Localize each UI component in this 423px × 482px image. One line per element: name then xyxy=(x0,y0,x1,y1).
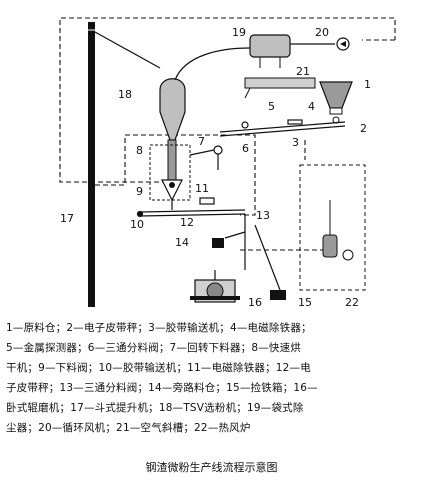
hot-air-furnace xyxy=(299,164,366,291)
label-17: 17 xyxy=(60,212,74,225)
horizontal-roller-mill xyxy=(190,270,240,303)
duct-classifier-to-filter xyxy=(174,47,251,81)
legend-line-6: 尘器；20—循环风机；21—空气斜槽；22—热风炉 xyxy=(6,422,251,434)
label-6: 6 xyxy=(242,142,249,155)
label-1: 1 xyxy=(364,78,371,91)
label-8: 8 xyxy=(136,144,143,157)
label-22: 22 xyxy=(345,296,359,309)
legend-line-5: 卧式辊磨机；17—斗式提升机；18—TSV选粉机；19—袋式除 xyxy=(6,402,304,414)
label-7: 7 xyxy=(198,135,205,148)
label-10: 10 xyxy=(130,218,144,231)
figure-caption: 钢渣微粉生产线流程示意图 xyxy=(145,461,278,474)
label-16: 16 xyxy=(248,296,262,309)
three-way-valve-6 xyxy=(189,145,223,170)
label-13: 13 xyxy=(256,209,270,222)
label-3: 3 xyxy=(292,136,299,149)
legend-line-4: 子皮带秤；13—三通分料阀；14—旁路料仓；15—捡铁箱；16— xyxy=(6,382,318,394)
bag-dust-collector xyxy=(249,34,335,68)
legend-line-3: 干机；9—下料阀；10—胶带输送机；11—电磁除铁器；12—电 xyxy=(6,362,311,374)
bypass-bin xyxy=(212,238,224,248)
label-18: 18 xyxy=(118,88,132,101)
three-way-valve-13 xyxy=(224,214,281,291)
dryer-box xyxy=(149,144,191,201)
label-11: 11 xyxy=(195,182,209,195)
label-15: 15 xyxy=(298,296,312,309)
label-14: 14 xyxy=(175,236,189,249)
bucket-elevator xyxy=(88,22,161,307)
iron-picking-box xyxy=(270,290,286,300)
circulation-fan xyxy=(336,37,350,51)
label-4: 4 xyxy=(308,100,315,113)
label-19: 19 xyxy=(232,26,246,39)
classifier-tsv xyxy=(159,78,186,210)
label-9: 9 xyxy=(136,185,143,198)
label-21: 21 xyxy=(296,65,310,78)
belt-conveyor-10 xyxy=(136,197,246,218)
label-2: 2 xyxy=(360,122,367,135)
raw-material-bin xyxy=(319,81,353,124)
legend-line-2: 5—金属探测器；6—三通分料阀；7—回转下料器；8—快速烘 xyxy=(6,342,302,354)
label-5: 5 xyxy=(268,100,275,113)
air-duct-dashed-loop xyxy=(59,17,396,251)
air-slide-chute xyxy=(244,77,316,99)
flow-diagram: 1 2 3 4 5 6 7 8 9 10 11 12 13 14 15 16 1… xyxy=(59,17,396,309)
label-12: 12 xyxy=(180,216,194,229)
legend: 1—原料仓；2—电子皮带秤；3—胶带输送机；4—电磁除铁器； 5—金属探测器；6… xyxy=(6,318,418,438)
legend-line-1: 1—原料仓；2—电子皮带秤；3—胶带输送机；4—电磁除铁器； xyxy=(6,322,312,334)
belt-conveyor-3 xyxy=(219,119,346,137)
label-20: 20 xyxy=(315,26,329,39)
